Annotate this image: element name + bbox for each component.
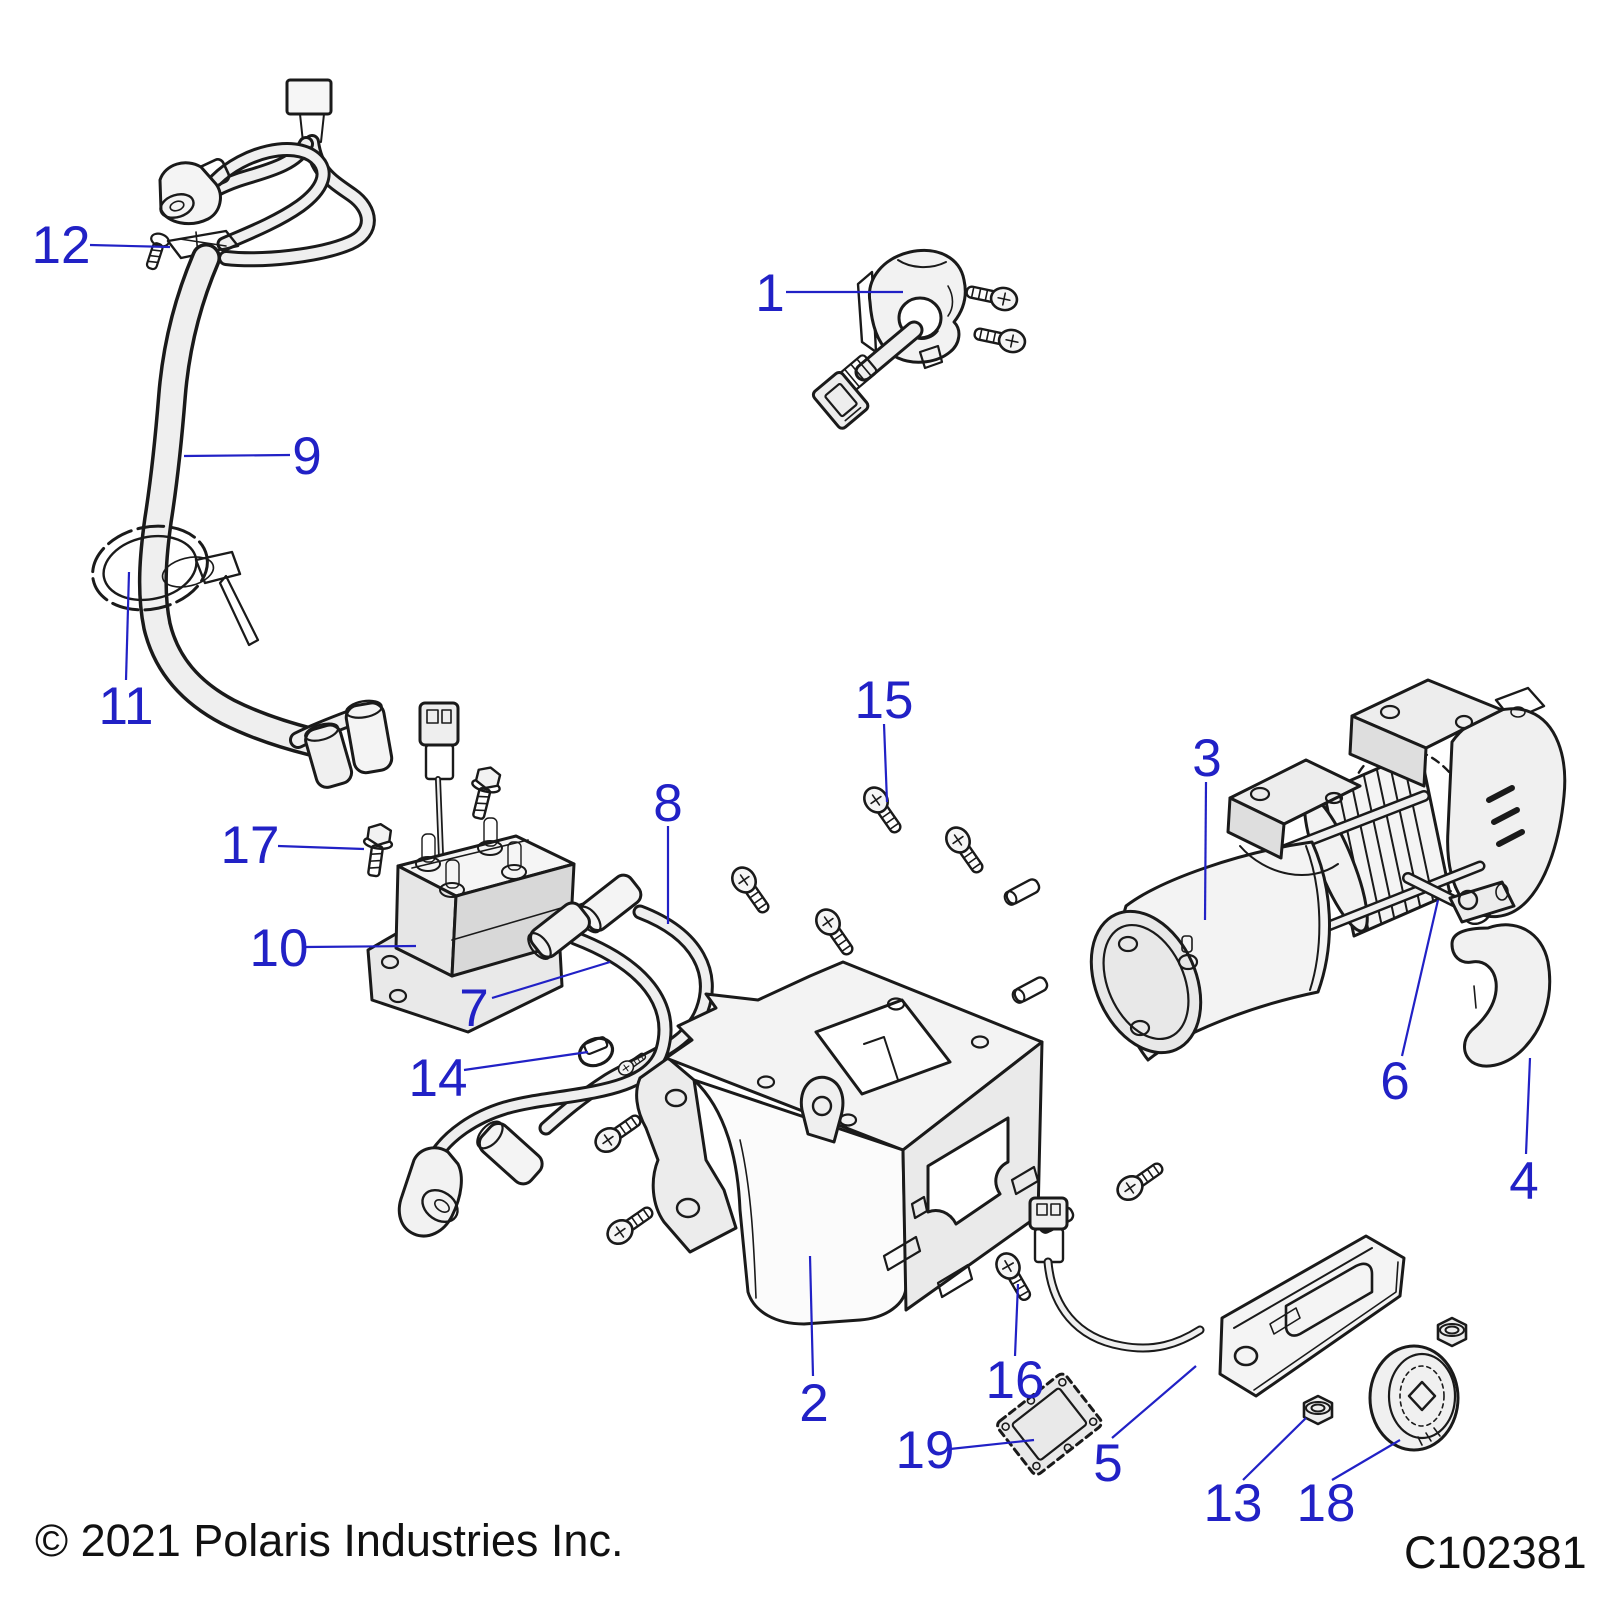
leader-line-7 [491, 960, 611, 1000]
callout-14: 14 [409, 1049, 468, 1108]
winch-hook-drawing [1448, 880, 1552, 1068]
callout-12: 12 [32, 216, 91, 275]
callout-4: 4 [1509, 1152, 1538, 1211]
callout-13: 13 [1204, 1474, 1263, 1533]
fairlead-drawing [1028, 1196, 1406, 1398]
clutch-cap-drawing [1368, 1344, 1460, 1452]
callout-11: 11 [98, 677, 153, 736]
part-code-text: C102381 [1404, 1527, 1587, 1578]
callout-16: 16 [986, 1351, 1045, 1410]
leader-line-15 [882, 723, 889, 803]
leader-line-9 [183, 453, 291, 458]
contactor-terminals [415, 817, 527, 898]
callout-1: 1 [755, 264, 784, 323]
power-cable-harness-drawing [91, 78, 394, 789]
callout-2: 2 [799, 1374, 828, 1433]
leader-line-17 [277, 844, 365, 851]
mount-plate-drawing [996, 1372, 1103, 1476]
callout-3: 3 [1192, 729, 1221, 788]
callout-19: 19 [896, 1421, 955, 1480]
callout-10: 10 [250, 919, 309, 978]
battery-cables-drawing [397, 873, 714, 1238]
leader-line-4 [1524, 1057, 1532, 1155]
callout-15: 15 [855, 671, 914, 730]
winch-switch-drawing [811, 249, 1029, 430]
callout-9: 9 [292, 427, 321, 486]
callout-5: 5 [1093, 1434, 1122, 1493]
callout-7: 7 [459, 979, 488, 1038]
leader-line-13 [1242, 1417, 1307, 1481]
leader-line-18 [1331, 1439, 1401, 1481]
leader-line-16 [1013, 1283, 1020, 1357]
leader-line-5 [1111, 1365, 1197, 1439]
leader-line-2 [808, 1255, 815, 1377]
mount-bracket-drawing [635, 960, 1044, 1326]
leader-line-14 [463, 1050, 589, 1072]
callout-17: 17 [221, 816, 280, 875]
leader-line-11 [124, 571, 131, 681]
leader-line-10 [305, 944, 417, 949]
cable-clamp-drawing [577, 1036, 650, 1079]
leader-line-6 [1400, 899, 1440, 1057]
leader-line-19 [949, 1438, 1035, 1451]
copyright-text: © 2021 Polaris Industries Inc. [35, 1515, 623, 1566]
callout-8: 8 [653, 774, 682, 833]
leader-line-3 [1203, 781, 1208, 921]
callout-6: 6 [1380, 1052, 1409, 1111]
winch-assembly-drawing [1089, 678, 1567, 1062]
callout-18: 18 [1297, 1474, 1356, 1533]
leader-line-12 [89, 243, 171, 249]
